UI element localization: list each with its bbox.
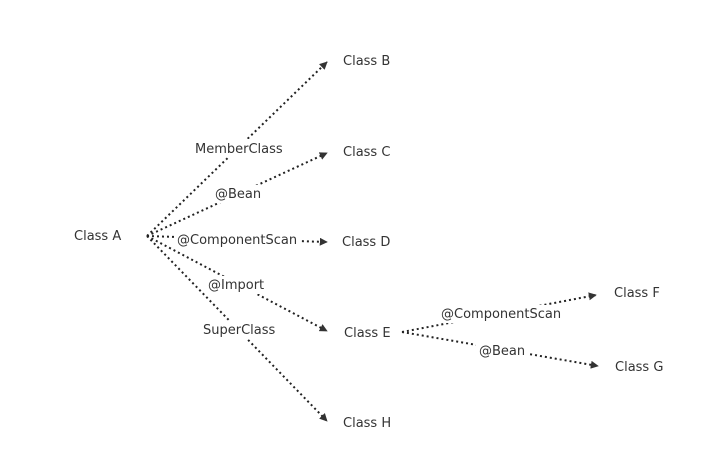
edge-label-superclass: SuperClass <box>203 323 276 338</box>
node-class-d: Class D <box>342 235 390 250</box>
edge-label-componentscan-a-d: @ComponentScan <box>177 233 297 248</box>
edge-a-c <box>146 152 328 237</box>
node-class-c: Class C <box>343 145 390 160</box>
node-class-g: Class G <box>615 360 663 375</box>
edge-label-bean-e-g: @Bean <box>479 344 525 359</box>
node-class-h: Class H <box>343 416 391 431</box>
edge-a-h <box>146 235 328 422</box>
edge-label-memberclass: MemberClass <box>195 142 283 157</box>
node-class-a: Class A <box>74 229 121 244</box>
node-class-e: Class E <box>344 326 391 341</box>
node-class-f: Class F <box>614 286 660 301</box>
edge-label-bean-a-c: @Bean <box>215 187 261 202</box>
edge-label-import: @Import <box>208 278 264 293</box>
edge-label-componentscan-e-f: @ComponentScan <box>441 307 561 322</box>
edge-e-g <box>401 331 599 369</box>
node-class-b: Class B <box>343 54 390 69</box>
